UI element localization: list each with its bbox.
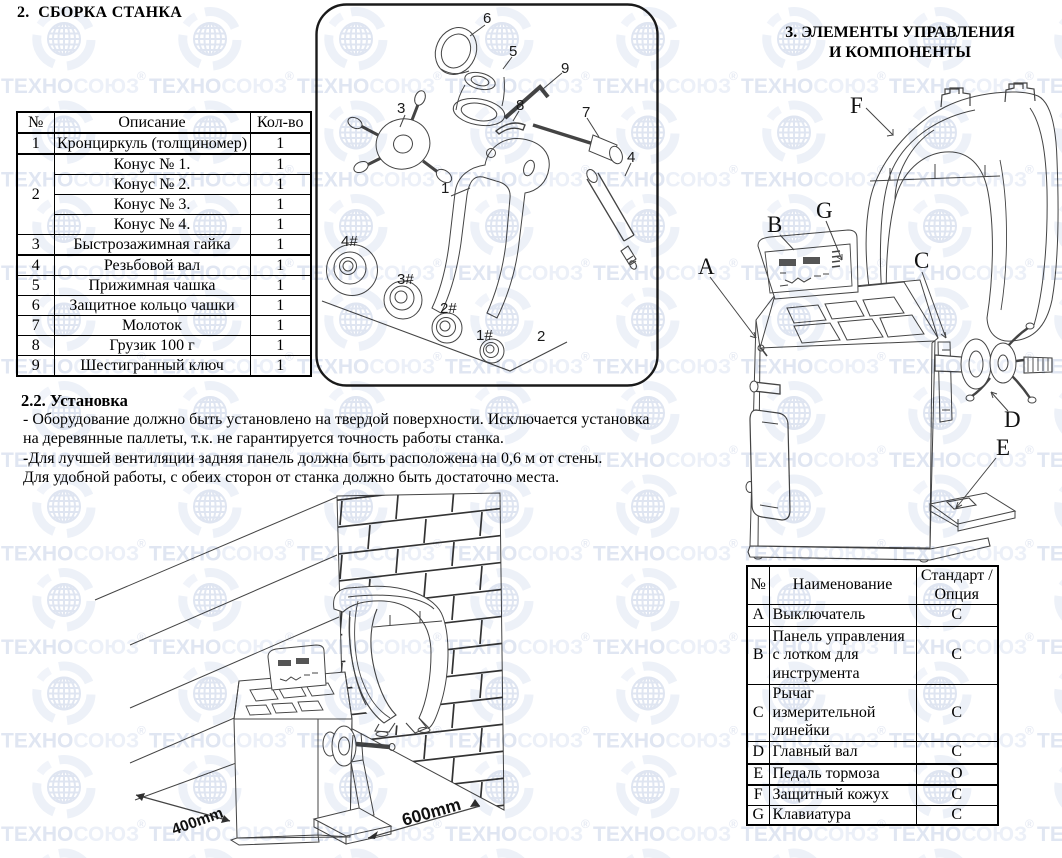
svg-text:B: B: [767, 212, 782, 237]
svg-text:400mm: 400mm: [170, 805, 226, 839]
svg-text:C: C: [914, 248, 929, 273]
svg-text:1: 1: [441, 180, 449, 197]
svg-text:4: 4: [627, 149, 635, 166]
svg-text:D: D: [1004, 407, 1021, 432]
svg-text:2#: 2#: [440, 300, 457, 317]
svg-text:A: A: [698, 254, 715, 279]
svg-text:2: 2: [537, 328, 545, 345]
svg-text:9: 9: [561, 60, 569, 77]
svg-text:3#: 3#: [397, 271, 414, 288]
svg-text:3: 3: [397, 100, 405, 117]
svg-text:G: G: [816, 198, 833, 223]
svg-text:E: E: [996, 435, 1010, 460]
svg-text:6: 6: [483, 10, 491, 27]
svg-text:5: 5: [509, 43, 517, 60]
svg-text:7: 7: [582, 104, 590, 121]
svg-text:8: 8: [516, 97, 524, 114]
svg-text:4#: 4#: [341, 233, 358, 250]
svg-text:F: F: [850, 93, 863, 118]
svg-text:1#: 1#: [476, 327, 493, 344]
svg-text:600mm: 600mm: [400, 794, 464, 830]
